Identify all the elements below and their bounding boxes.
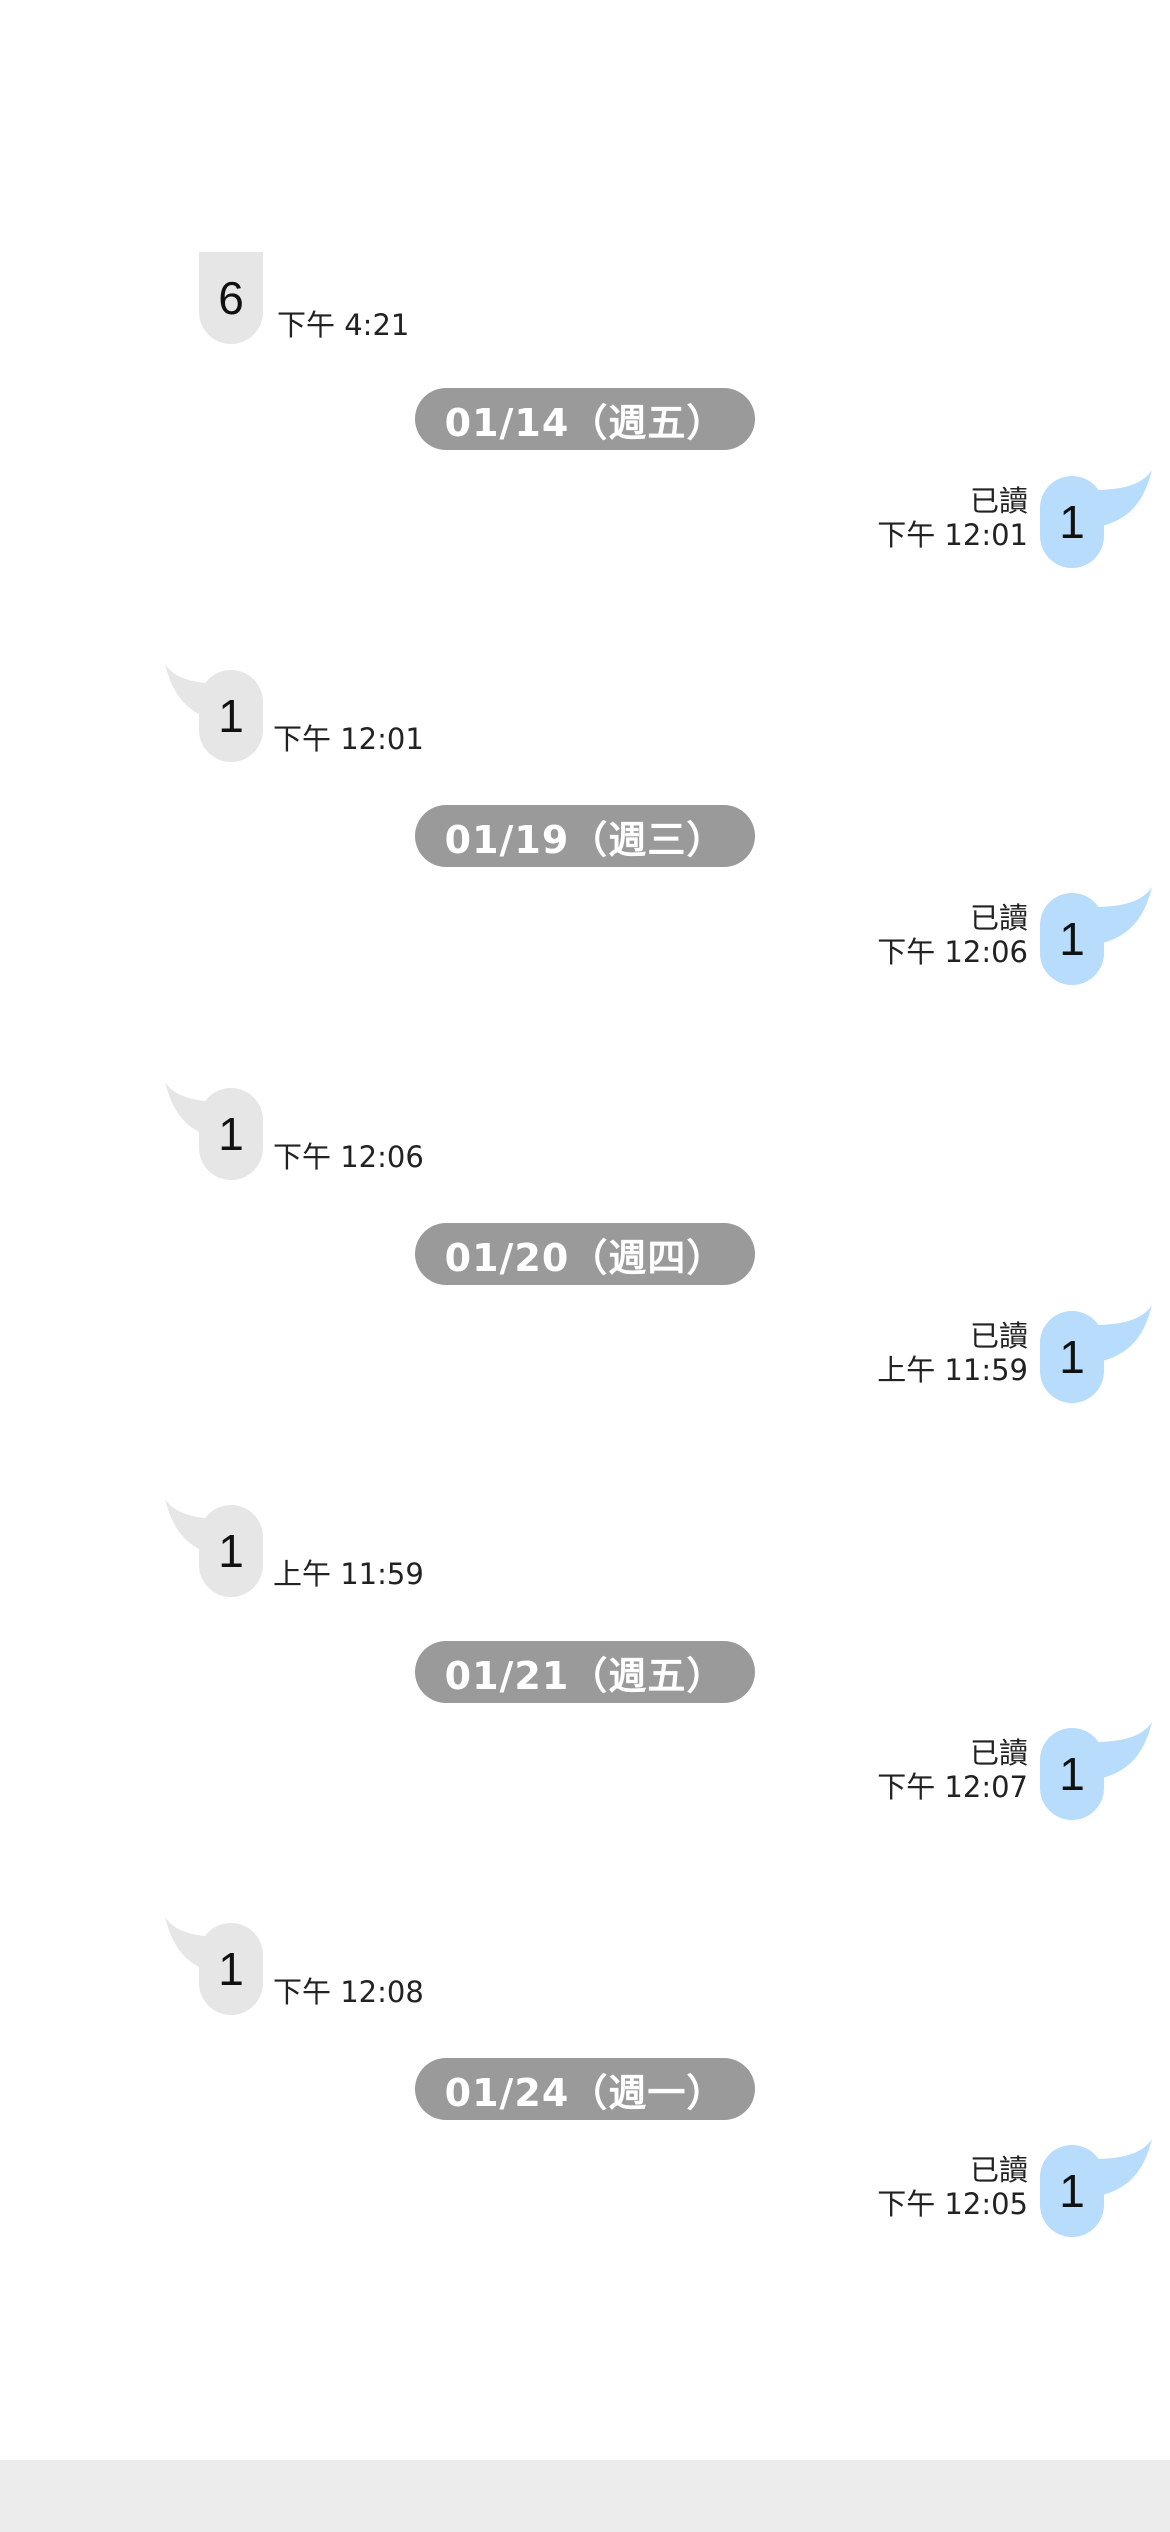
read-status: 已讀: [969, 901, 1028, 935]
message-text: 1: [1059, 1748, 1085, 1800]
outgoing-bubble[interactable]: 1: [1040, 2145, 1104, 2237]
date-label: 01/14（週五）: [444, 400, 726, 445]
incoming-bubble[interactable]: 1: [199, 1088, 263, 1180]
message-time: 下午 12:08: [273, 1975, 424, 2009]
incoming-message[interactable]: 1 下午 12:08: [165, 1917, 585, 2017]
outgoing-message[interactable]: 已讀 下午 12:01 1: [570, 470, 1170, 570]
outgoing-bubble[interactable]: 1: [1040, 1728, 1104, 1820]
bottom-input-bar[interactable]: [0, 2460, 1170, 2532]
incoming-bubble[interactable]: 1: [199, 1505, 263, 1597]
message-text: 1: [218, 690, 244, 742]
read-status: 已讀: [969, 1319, 1028, 1353]
date-label: 01/24（週一）: [444, 2070, 726, 2115]
outgoing-message[interactable]: 已讀 上午 11:59 1: [570, 1305, 1170, 1405]
date-separator: 01/21（週五）: [415, 1641, 755, 1703]
message-text: 1: [1059, 1331, 1085, 1383]
read-status: 已讀: [969, 484, 1028, 518]
incoming-message[interactable]: 6 下午 4:21: [165, 252, 585, 352]
date-separator: 01/19（週三）: [415, 805, 755, 867]
message-meta: 已讀 上午 11:59: [877, 1319, 1028, 1387]
read-status: 已讀: [969, 2153, 1028, 2187]
date-separator: 01/20（週四）: [415, 1223, 755, 1285]
chat-message-list[interactable]: 6 下午 4:21 01/14（週五） 已讀 下午 12:01 1 1 下午 1…: [0, 0, 1170, 2460]
message-text: 1: [1059, 2165, 1085, 2217]
message-text: 1: [1059, 496, 1085, 548]
read-status: 已讀: [969, 1736, 1028, 1770]
incoming-message[interactable]: 1 下午 12:06: [165, 1082, 585, 1182]
message-text: 1: [218, 1525, 244, 1577]
message-meta: 已讀 下午 12:07: [877, 1736, 1028, 1804]
outgoing-bubble[interactable]: 1: [1040, 476, 1104, 568]
incoming-bubble[interactable]: 1: [199, 670, 263, 762]
date-label: 01/21（週五）: [444, 1653, 726, 1698]
message-time: 下午 12:05: [877, 2187, 1028, 2221]
message-time: 下午 12:06: [877, 935, 1028, 969]
date-separator: 01/14（週五）: [415, 388, 755, 450]
message-text: 1: [1059, 913, 1085, 965]
outgoing-message[interactable]: 已讀 下午 12:06 1: [570, 887, 1170, 987]
message-time: 下午 12:01: [877, 518, 1028, 552]
incoming-bubble[interactable]: 1: [199, 1923, 263, 2015]
message-meta: 已讀 下午 12:06: [877, 901, 1028, 969]
incoming-message[interactable]: 1 下午 12:01: [165, 664, 585, 764]
outgoing-bubble[interactable]: 1: [1040, 893, 1104, 985]
message-time: 下午 12:06: [273, 1140, 424, 1174]
message-time: 下午 4:21: [277, 308, 410, 342]
date-separator: 01/24（週一）: [415, 2058, 755, 2120]
outgoing-message[interactable]: 已讀 下午 12:05 1: [570, 2139, 1170, 2239]
message-text: 1: [218, 1943, 244, 1995]
message-meta: 已讀 下午 12:01: [877, 484, 1028, 552]
message-time: 下午 12:01: [273, 722, 424, 756]
message-time: 下午 12:07: [877, 1770, 1028, 1804]
incoming-bubble[interactable]: 6: [199, 252, 263, 344]
date-label: 01/19（週三）: [444, 817, 726, 862]
message-time: 上午 11:59: [877, 1353, 1028, 1387]
message-meta: 已讀 下午 12:05: [877, 2153, 1028, 2221]
outgoing-message[interactable]: 已讀 下午 12:07 1: [570, 1722, 1170, 1822]
date-label: 01/20（週四）: [444, 1235, 726, 1280]
incoming-message[interactable]: 1 上午 11:59: [165, 1499, 585, 1599]
message-time: 上午 11:59: [273, 1557, 424, 1591]
message-text: 6: [218, 272, 244, 324]
outgoing-bubble[interactable]: 1: [1040, 1311, 1104, 1403]
message-text: 1: [218, 1108, 244, 1160]
